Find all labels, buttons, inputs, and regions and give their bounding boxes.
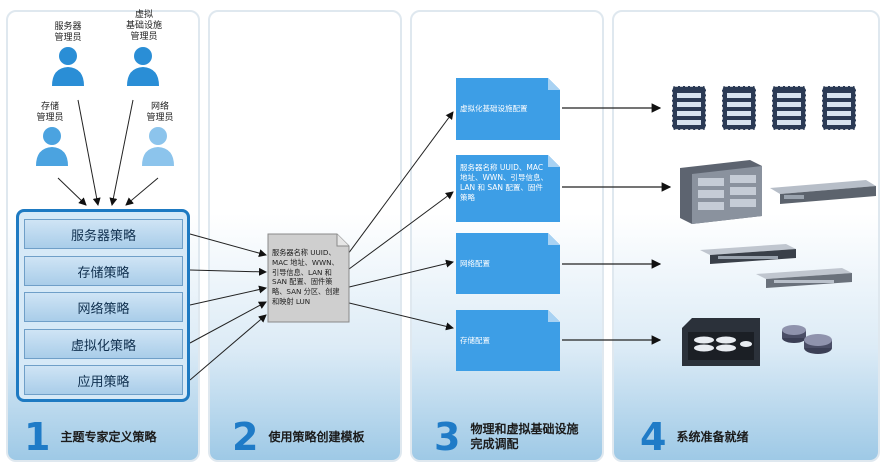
virtual-server-icon — [821, 85, 857, 131]
policy-storage: 存储策略 — [24, 256, 183, 286]
config-server-text: 服务器名称 UUID、MAC 地址、WWN、引导信息、LAN 和 SAN 配置、… — [460, 163, 548, 202]
policy-server: 服务器策略 — [24, 219, 183, 249]
arrow-policy5 — [189, 314, 267, 381]
step-2: 2 使用策略创建模板 — [232, 418, 364, 456]
admin-label-network: 网络 管理员 — [146, 102, 174, 123]
step-1: 1 主题专家定义策略 — [24, 418, 156, 456]
blade-chassis-icon — [680, 160, 762, 224]
virtual-server-icon — [721, 85, 757, 131]
person-icon — [52, 47, 84, 86]
person-icon — [36, 127, 68, 166]
arrow-policy2 — [189, 267, 267, 276]
config-virtual: 虚拟化基础设施配置 — [456, 78, 560, 140]
arrow-tpl1 — [344, 111, 454, 259]
arrow-admin4 — [125, 177, 159, 206]
step-label: 系统准备就绪 — [676, 429, 749, 444]
config-server: 服务器名称 UUID、MAC 地址、WWN、引导信息、LAN 和 SAN 配置、… — [456, 155, 560, 222]
config-document-icon — [456, 78, 560, 140]
virtual-server-icon — [771, 85, 807, 131]
template-document-icon — [267, 233, 350, 323]
person-icon — [127, 47, 159, 86]
step-label: 使用策略创建模板 — [268, 429, 365, 444]
arrow-admin1 — [77, 99, 101, 206]
config-document-icon — [456, 155, 560, 222]
disk-icon — [782, 325, 806, 343]
policy-virtualization: 虚拟化策略 — [24, 329, 183, 359]
config-document-icon — [456, 310, 560, 371]
arrow-admin3 — [57, 177, 87, 206]
step-3: 3 物理和虚拟基础设施 完成调配 — [434, 418, 578, 456]
step-4: 4 系统准备就绪 — [640, 418, 748, 456]
template-text: 服务器名称 UUID、MAC 地址、WWN、引导信息、LAN 和 SAN 配置、… — [272, 248, 340, 306]
disk-icon — [804, 334, 832, 354]
network-switch-icon — [700, 244, 796, 264]
policy-application: 应用策略 — [24, 365, 183, 395]
config-storage: 存储配置 — [456, 310, 560, 371]
step-number: 1 — [24, 415, 51, 459]
template-document: 服务器名称 UUID、MAC 地址、WWN、引导信息、LAN 和 SAN 配置、… — [268, 234, 349, 322]
step-number: 4 — [640, 415, 667, 459]
arrow-tpl3 — [344, 259, 454, 289]
arrow-policy1 — [189, 233, 267, 257]
admin-label-server: 服务器 管理员 — [54, 22, 82, 43]
arrow-admin2 — [109, 99, 134, 206]
admin-label-virtual: 虚拟 基础设施 管理员 — [125, 10, 162, 42]
step-number: 2 — [232, 415, 259, 459]
policy-network: 网络策略 — [24, 292, 183, 322]
config-virtual-text: 虚拟化基础设施配置 — [460, 104, 528, 113]
config-network-text: 网络配置 — [460, 259, 490, 268]
network-switch-icon — [756, 268, 852, 288]
step-label: 主题专家定义策略 — [60, 429, 157, 444]
rack-server-icon — [770, 180, 876, 204]
arrow-tpl4 — [344, 301, 454, 331]
step-number: 3 — [434, 415, 461, 459]
step-label: 物理和虚拟基础设施 完成调配 — [470, 422, 579, 451]
storage-array-icon — [682, 318, 760, 366]
policy-group: 服务器策略 存储策略 网络策略 虚拟化策略 应用策略 — [16, 209, 190, 402]
config-storage-text: 存储配置 — [460, 336, 490, 345]
config-document-icon — [456, 233, 560, 294]
person-icon — [142, 127, 174, 166]
admin-label-storage: 存储 管理员 — [36, 102, 64, 123]
arrow-policy4 — [189, 301, 267, 344]
virtual-server-icon — [671, 85, 707, 131]
arrow-tpl2 — [344, 191, 454, 273]
arrow-policy3 — [189, 285, 267, 306]
config-network: 网络配置 — [456, 233, 560, 294]
